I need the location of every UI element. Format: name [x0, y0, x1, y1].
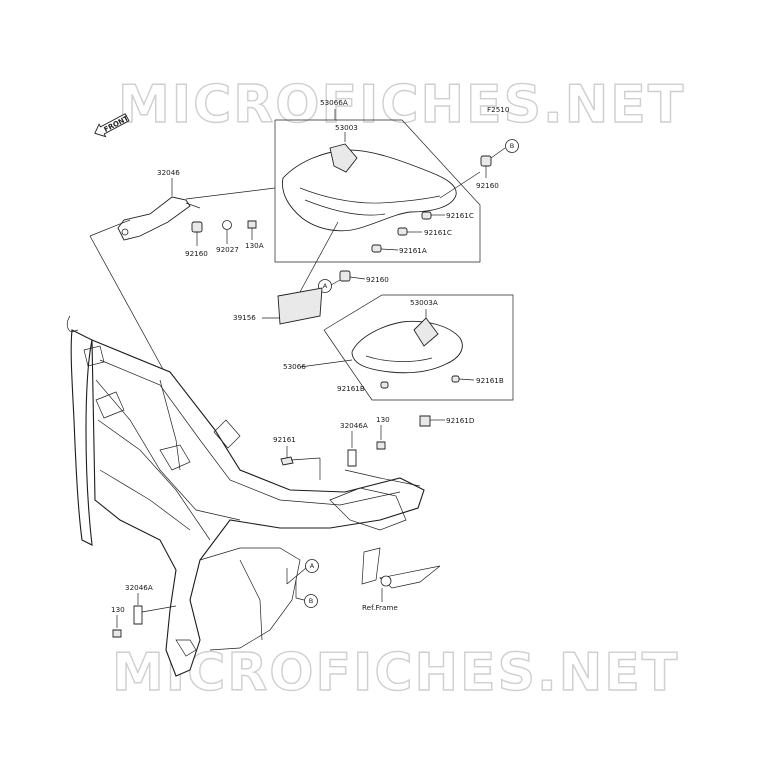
bushing-92160-mid	[339, 270, 351, 282]
damper-92161b-2	[451, 375, 460, 383]
label-92160-top: 92160	[476, 181, 499, 190]
watermark-bottom: MICROFICHES.NET	[112, 643, 679, 703]
label-53066a: 53066A	[320, 98, 348, 107]
figure-code: F2510	[487, 105, 510, 114]
collar-92027	[222, 220, 232, 230]
label-130-mid: 130	[376, 415, 390, 424]
label-53066: 53066	[283, 362, 306, 371]
label-92161c-2: 92161C	[424, 228, 452, 237]
bushing-92160-top	[480, 155, 492, 167]
lower-fasteners: 32046A 130 A B Ref.Frame	[111, 559, 398, 638]
label-130a: 130A	[245, 241, 264, 250]
label-92161: 92161	[273, 435, 296, 444]
label-92027: 92027	[216, 245, 239, 254]
bushing-92160-left	[191, 221, 203, 233]
bolt-130a	[247, 220, 257, 229]
label-92161b-1: 92161B	[337, 384, 365, 393]
damper-92161b-1	[380, 381, 389, 389]
label-32046: 32046	[157, 168, 180, 177]
svg-text:B: B	[309, 597, 313, 605]
mid-fasteners: 32046A 130 92161	[273, 415, 390, 480]
callout-a-low	[305, 559, 319, 573]
damper-92161c-1	[421, 211, 432, 220]
label-92161d: 92161D	[446, 416, 475, 425]
damper-92161c-2	[397, 227, 408, 236]
callout-b-top	[505, 139, 519, 153]
bracket-group: 32046 92160 92027 130A	[89, 168, 276, 383]
damper-92161	[280, 456, 294, 466]
label-32046a-low: 32046A	[125, 583, 153, 592]
label-39156: 39156	[233, 313, 256, 322]
pin-32046a-low	[133, 605, 143, 625]
label-32046a-mid: 32046A	[340, 421, 368, 430]
label-92160-mid: 92160	[366, 275, 389, 284]
bracket-32046	[117, 196, 191, 241]
bolt-130-mid	[376, 441, 386, 450]
label-92161b-2: 92161B	[476, 376, 504, 385]
label-53003: 53003	[335, 123, 358, 132]
label-92161c-1: 92161C	[446, 211, 474, 220]
label-92161a: 92161A	[399, 246, 427, 255]
label-53003a: 53003A	[410, 298, 438, 307]
callout-b-low	[304, 594, 318, 608]
svg-text:A: A	[310, 562, 315, 570]
frame-assembly	[66, 315, 441, 677]
svg-text:A: A	[323, 282, 328, 290]
svg-text:B: B	[510, 142, 514, 150]
label-plate-group: 39156	[233, 221, 339, 325]
damper-92161a	[371, 244, 382, 253]
pin-32046a-mid	[347, 449, 357, 467]
damper-92161d	[419, 415, 431, 427]
rear-seat-group: 53003A 53066 92161B 92161B 92161D	[283, 294, 514, 427]
label-130-low: 130	[111, 605, 125, 614]
rear-seat-cover	[351, 320, 463, 374]
front-seat-group: 53066A 53003 92161C 92161C 92161A 92160 …	[274, 98, 519, 293]
label-92160-left: 92160	[185, 249, 208, 258]
watermark-top: MICROFICHES.NET	[118, 75, 685, 135]
caution-label-39156	[277, 287, 323, 325]
bolt-130-low	[112, 629, 122, 638]
label-ref-frame: Ref.Frame	[362, 603, 398, 612]
